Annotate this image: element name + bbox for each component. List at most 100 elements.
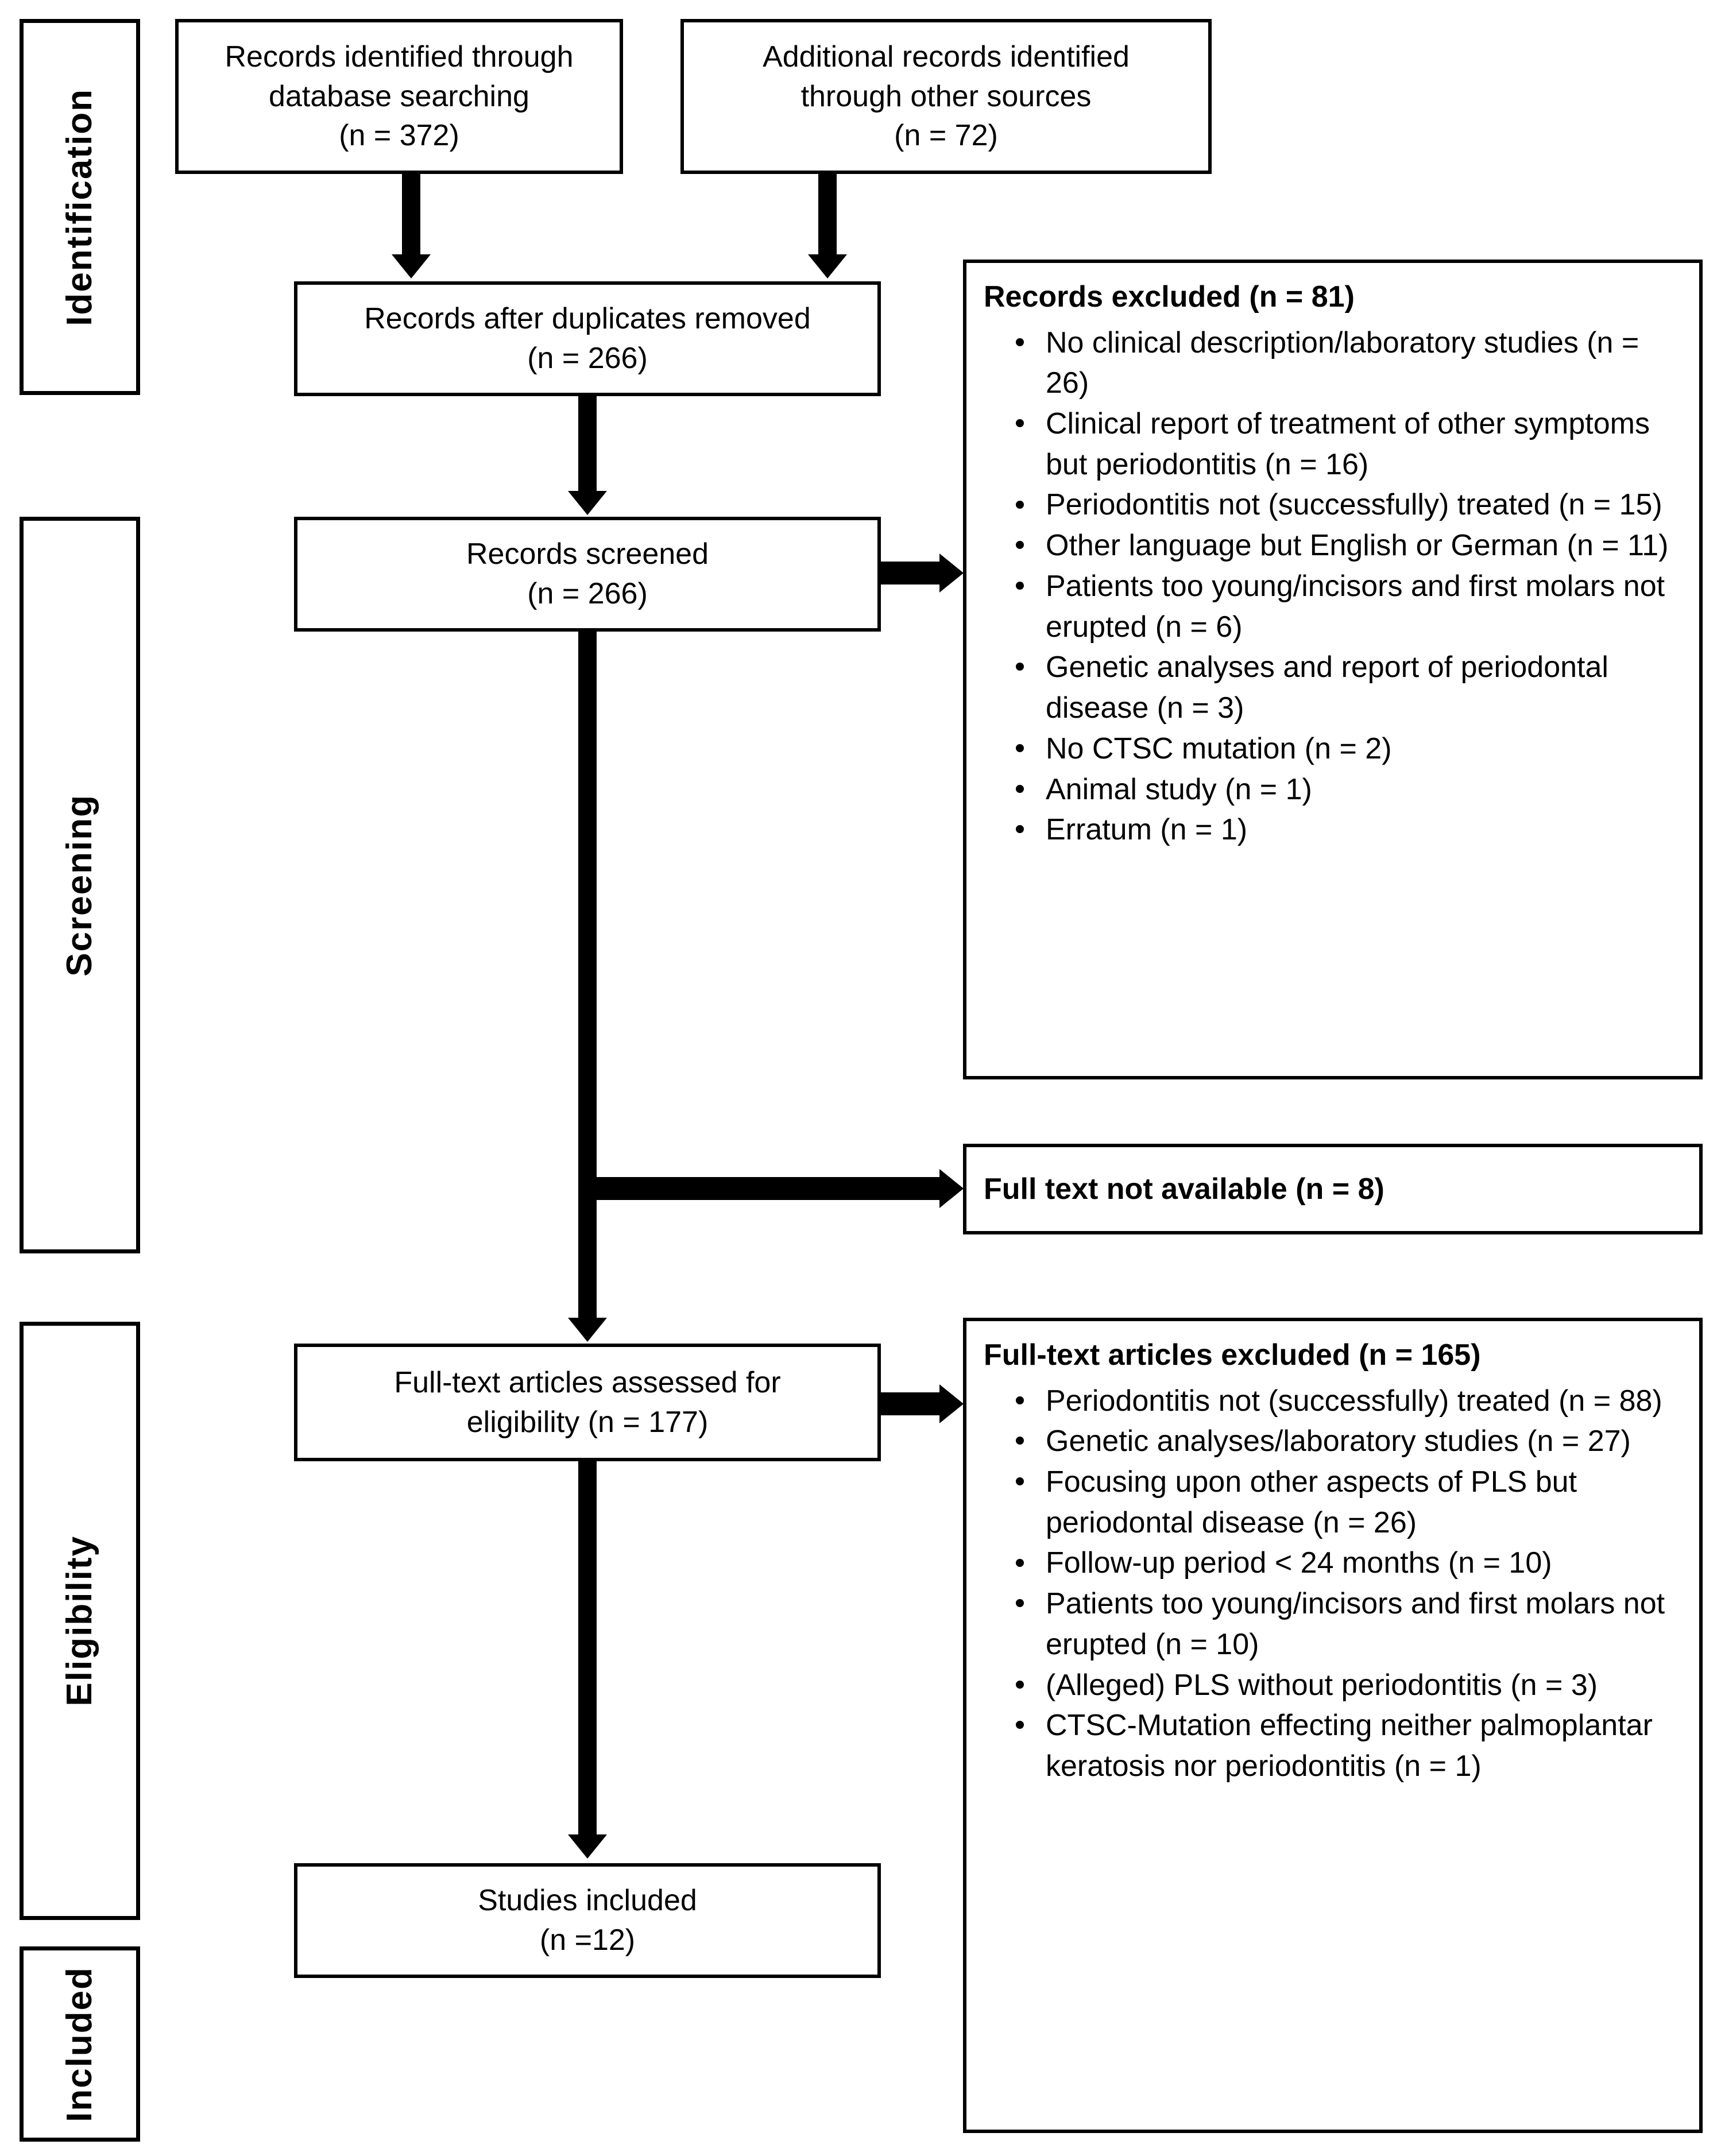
arrowhead-screened-to-fulltext <box>568 1318 607 1342</box>
fulltext-excluded-item-text: Follow-up period < 24 months (n = 10) <box>1046 1546 1552 1580</box>
records-excluded-item-text: Patients too young/incisors and first mo… <box>1046 569 1665 644</box>
records-identified-other-line1: Additional records identified <box>763 40 1130 74</box>
fulltext-excluded-item-text: Genetic analyses/laboratory studies (n =… <box>1046 1425 1631 1458</box>
list-item: Genetic analyses and report of periodont… <box>984 647 1685 728</box>
bullet-icon <box>1016 1680 1024 1689</box>
bullet-icon <box>1016 825 1024 834</box>
full-text-not-available-text: Full text not available (n = 8) <box>984 1172 1384 1206</box>
records-identified-db-count: (n = 372) <box>339 119 459 153</box>
studies-included-line1: Studies included <box>478 1884 697 1918</box>
records-identified-other-count: (n = 72) <box>894 119 998 153</box>
bullet-icon <box>1016 1599 1024 1608</box>
records-identified-db-line2: database searching <box>269 79 529 113</box>
bullet-icon <box>1016 419 1024 428</box>
bullet-icon <box>1016 663 1024 671</box>
fulltext-excluded-item-text: (Alleged) PLS without periodontitis (n =… <box>1046 1668 1598 1702</box>
fulltext-excluded-list: Periodontitis not (successfully) treated… <box>984 1381 1685 1787</box>
records-excluded-item-text: Periodontitis not (successfully) treated… <box>1046 488 1662 522</box>
list-item: (Alleged) PLS without periodontitis (n =… <box>984 1665 1685 1706</box>
bullet-icon <box>1016 784 1024 793</box>
bullet-icon <box>1016 1721 1024 1729</box>
list-item: Focusing upon other aspects of PLS but p… <box>984 1462 1685 1543</box>
list-item: Other language but English or German (n … <box>984 525 1685 566</box>
bullet-icon <box>1016 338 1024 346</box>
connector-other-to-duplicates <box>818 174 837 260</box>
box-studies-included: Studies included (n =12) <box>294 1863 881 1978</box>
stage-box-eligibility: Eligibility <box>20 1322 140 1920</box>
records-excluded-item-text: Other language but English or German (n … <box>1046 529 1669 563</box>
bullet-icon <box>1016 744 1024 752</box>
box-records-excluded: Records excluded (n = 81) No clinical de… <box>963 260 1703 1079</box>
stage-label-identification: Identification <box>60 88 99 326</box>
list-item: No CTSC mutation (n = 2) <box>984 729 1685 769</box>
box-records-after-duplicates-removed: Records after duplicates removed (n = 26… <box>294 281 881 396</box>
stage-box-screening: Screening <box>20 517 140 1253</box>
box-records-identified-database: Records identified through database sear… <box>175 19 623 174</box>
stage-label-screening: Screening <box>60 793 99 977</box>
records-excluded-title: Records excluded (n = 81) <box>984 280 1355 313</box>
arrowhead-to-full-text-not-available <box>939 1169 964 1208</box>
full-text-assessed-line1: Full-text articles assessed for <box>394 1365 781 1399</box>
records-excluded-list: No clinical description/laboratory studi… <box>984 323 1685 850</box>
connector-screened-to-fulltext <box>578 632 597 1323</box>
list-item: Periodontitis not (successfully) treated… <box>984 1381 1685 1422</box>
list-item: Patients too young/incisors and first mo… <box>984 566 1685 647</box>
fulltext-excluded-item-text: Patients too young/incisors and first mo… <box>1046 1587 1665 1661</box>
stage-label-eligibility: Eligibility <box>60 1535 99 1706</box>
fulltext-excluded-item-text: CTSC-Mutation effecting neither palmopla… <box>1046 1709 1653 1783</box>
stage-box-included: Included <box>20 1946 140 2142</box>
records-excluded-item-text: No CTSC mutation (n = 2) <box>1046 731 1392 765</box>
records-screened-line1: Records screened <box>466 537 709 571</box>
fulltext-excluded-item-text: Periodontitis not (successfully) treated… <box>1046 1384 1662 1418</box>
records-screened-count: (n = 266) <box>527 577 648 610</box>
connector-to-full-text-not-available <box>597 1177 944 1200</box>
connector-assessed-to-fulltext-excluded <box>881 1392 944 1415</box>
bullet-icon <box>1016 541 1024 549</box>
bullet-icon <box>1016 1437 1024 1445</box>
bullet-icon <box>1016 581 1024 590</box>
fulltext-excluded-title: Full-text articles excluded (n = 165) <box>984 1338 1481 1372</box>
list-item: Patients too young/incisors and first mo… <box>984 1584 1685 1665</box>
connector-screened-to-records-excluded <box>881 562 944 585</box>
arrowhead-assessed-to-included <box>568 1834 607 1859</box>
list-item: No clinical description/laboratory studi… <box>984 323 1685 404</box>
list-item: Clinical report of treatment of other sy… <box>984 404 1685 485</box>
list-item: Genetic analyses/laboratory studies (n =… <box>984 1421 1685 1462</box>
box-fulltext-articles-excluded: Full-text articles excluded (n = 165) Pe… <box>963 1318 1703 2133</box>
connector-assessed-to-included <box>578 1461 597 1840</box>
list-item: CTSC-Mutation effecting neither palmopla… <box>984 1705 1685 1786</box>
arrowhead-db-to-duplicates <box>392 254 431 278</box>
box-records-screened: Records screened (n = 266) <box>294 517 881 632</box>
box-full-text-not-available: Full text not available (n = 8) <box>963 1144 1703 1234</box>
box-records-identified-other-sources: Additional records identified through ot… <box>680 19 1212 174</box>
records-excluded-item-text: Genetic analyses and report of periodont… <box>1046 651 1608 725</box>
studies-included-count: (n =12) <box>539 1923 636 1957</box>
arrowhead-duplicates-to-screened <box>568 491 607 515</box>
arrowhead-assessed-to-fulltext-excluded <box>939 1384 964 1423</box>
bullet-icon <box>1016 1558 1024 1567</box>
connector-db-to-duplicates <box>402 174 420 260</box>
stage-box-identification: Identification <box>20 19 140 395</box>
full-text-assessed-count: eligibility (n = 177) <box>466 1405 709 1439</box>
records-excluded-item-text: Clinical report of treatment of other sy… <box>1046 407 1650 481</box>
fulltext-excluded-item-text: Focusing upon other aspects of PLS but p… <box>1046 1465 1577 1539</box>
bullet-icon <box>1016 1396 1024 1404</box>
list-item: Follow-up period < 24 months (n = 10) <box>984 1543 1685 1584</box>
bullet-icon <box>1016 500 1024 509</box>
box-full-text-articles-assessed: Full-text articles assessed for eligibil… <box>294 1344 881 1461</box>
records-identified-db-line1: Records identified through <box>225 40 574 74</box>
list-item: Periodontitis not (successfully) treated… <box>984 485 1685 525</box>
arrowhead-other-to-duplicates <box>808 254 847 278</box>
bullet-icon <box>1016 1477 1024 1486</box>
list-item: Erratum (n = 1) <box>984 810 1685 850</box>
arrowhead-screened-to-records-excluded <box>939 553 964 593</box>
connector-duplicates-to-screened <box>578 396 597 497</box>
records-identified-other-line2: through other sources <box>800 79 1092 113</box>
records-excluded-item-text: Erratum (n = 1) <box>1046 813 1248 847</box>
records-excluded-item-text: No clinical description/laboratory studi… <box>1046 326 1639 400</box>
stage-label-included: Included <box>60 1966 99 2122</box>
records-after-duplicates-count: (n = 266) <box>527 342 648 375</box>
records-after-duplicates-line1: Records after duplicates removed <box>364 302 811 336</box>
list-item: Animal study (n = 1) <box>984 769 1685 810</box>
